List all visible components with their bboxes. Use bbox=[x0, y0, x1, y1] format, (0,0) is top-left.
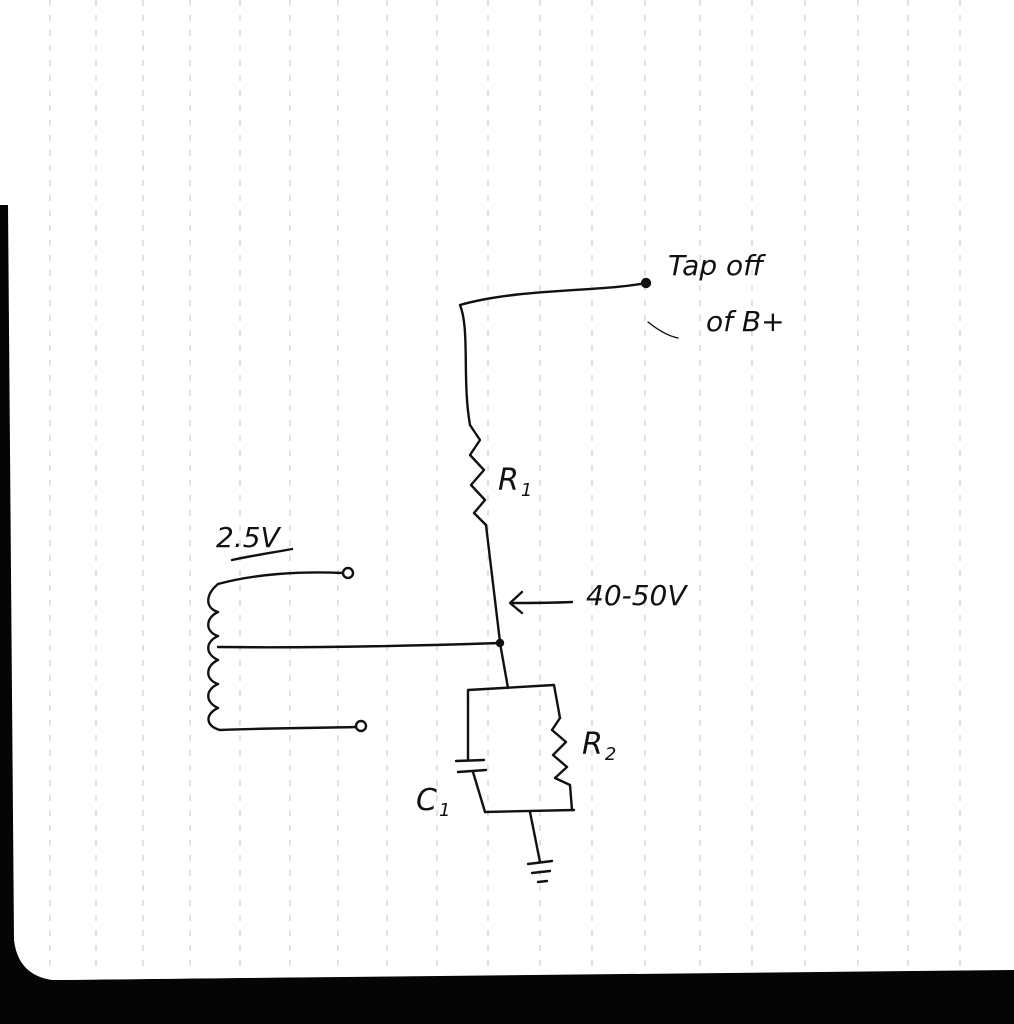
voltage-underline bbox=[230, 547, 294, 562]
ground-lead bbox=[528, 810, 542, 864]
node-to-rc-wire bbox=[498, 641, 510, 690]
ground-icon bbox=[526, 859, 554, 884]
arrow-left-icon bbox=[508, 590, 574, 615]
b-plus-wire bbox=[458, 281, 648, 427]
r2-resistor-icon bbox=[550, 716, 574, 812]
winding-top-lead bbox=[216, 571, 345, 586]
winding-top-terminal bbox=[341, 566, 355, 580]
rc-top-rail bbox=[466, 683, 562, 720]
r1-to-node-wire bbox=[484, 523, 502, 644]
tap-label-line1: Tap off bbox=[668, 249, 764, 282]
r2-letter: R bbox=[582, 727, 603, 762]
winding-voltage-label: 2.5V bbox=[216, 521, 280, 554]
page-edge-highlight bbox=[21, 949, 1014, 981]
transformer-winding-icon bbox=[207, 582, 222, 732]
b-plus-terminal bbox=[640, 277, 652, 289]
tap-label-line2: of B+ bbox=[706, 305, 785, 338]
c1-subscript: 1 bbox=[438, 800, 451, 821]
capacitor-icon bbox=[454, 758, 488, 774]
resistor-icon bbox=[468, 423, 488, 527]
r1-letter: R bbox=[498, 463, 519, 498]
center-tap-wire bbox=[216, 641, 502, 649]
c1-letter: C bbox=[416, 783, 437, 818]
winding-bottom-terminal bbox=[354, 719, 368, 733]
tap-label-tick bbox=[647, 321, 679, 339]
node-voltage-label: 40-50V bbox=[586, 579, 687, 612]
page-edge-left bbox=[0, 205, 1014, 1024]
c1-lower-lead bbox=[471, 770, 487, 814]
winding-bottom-lead bbox=[218, 725, 358, 732]
r1-subscript: 1 bbox=[520, 480, 533, 501]
r2-subscript: 2 bbox=[604, 744, 617, 765]
